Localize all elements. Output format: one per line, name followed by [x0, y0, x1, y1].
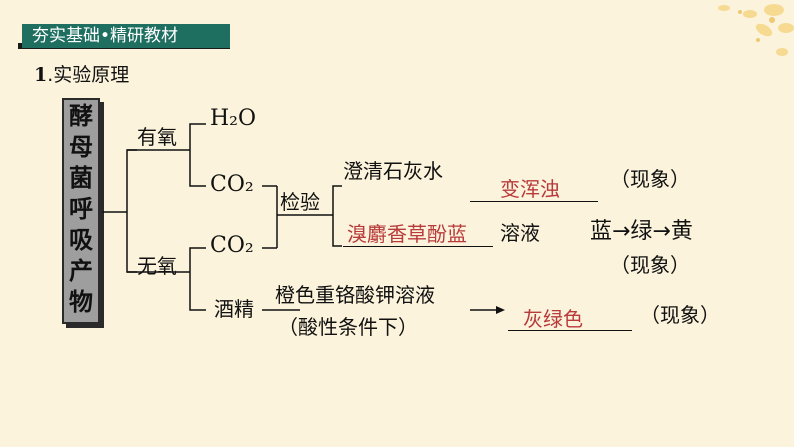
main-box-char: 母	[69, 133, 93, 161]
main-box-char: 产	[69, 257, 93, 285]
main-box-char: 菌	[69, 164, 93, 192]
answer-grey-green: 灰绿色	[523, 307, 583, 331]
product-co2-aerobic: CO₂	[210, 172, 254, 197]
section-title-text: .实验原理	[47, 64, 130, 86]
reagent-dichromate: 橙色重铬酸钾溶液	[275, 283, 435, 307]
section-number: 1	[34, 64, 48, 86]
product-alcohol: 酒精	[214, 297, 254, 321]
main-box-char: 酵	[69, 102, 93, 130]
answer-blank-2	[343, 246, 493, 247]
product-water: H₂O	[210, 106, 257, 131]
acid-condition: （酸性条件下）	[278, 315, 418, 339]
phenomenon-2: （现象）	[610, 253, 690, 277]
main-box-char: 物	[69, 288, 93, 316]
main-box-label: 酵 母 菌 呼 吸 产 物	[62, 101, 100, 318]
section-title: 1.实验原理	[34, 60, 129, 87]
answer-btb: 溴麝香草酚蓝	[347, 222, 467, 246]
reagent-solution: 溶液	[500, 221, 540, 245]
answer-blank-1	[470, 201, 598, 202]
reagent-limewater: 澄清石灰水	[343, 159, 443, 183]
main-box-char: 吸	[69, 226, 93, 254]
phenomenon-1: （现象）	[610, 167, 690, 191]
main-box	[62, 98, 100, 324]
main-box-char: 呼	[69, 195, 93, 223]
phenomenon-3: （现象）	[640, 303, 720, 327]
answer-blank-3	[508, 330, 632, 331]
anaerobic-label: 无氧	[137, 254, 177, 278]
aerobic-label: 有氧	[137, 125, 177, 149]
answer-turbid: 变浑浊	[500, 177, 560, 201]
product-co2-anaerobic: CO₂	[210, 233, 254, 258]
header-title: 夯实基础•精研教材	[32, 26, 179, 46]
flower-decoration	[718, 4, 794, 56]
color-change: 蓝→绿→黄	[590, 219, 693, 244]
detection-label: 检验	[280, 190, 320, 214]
header-bar	[22, 24, 230, 48]
